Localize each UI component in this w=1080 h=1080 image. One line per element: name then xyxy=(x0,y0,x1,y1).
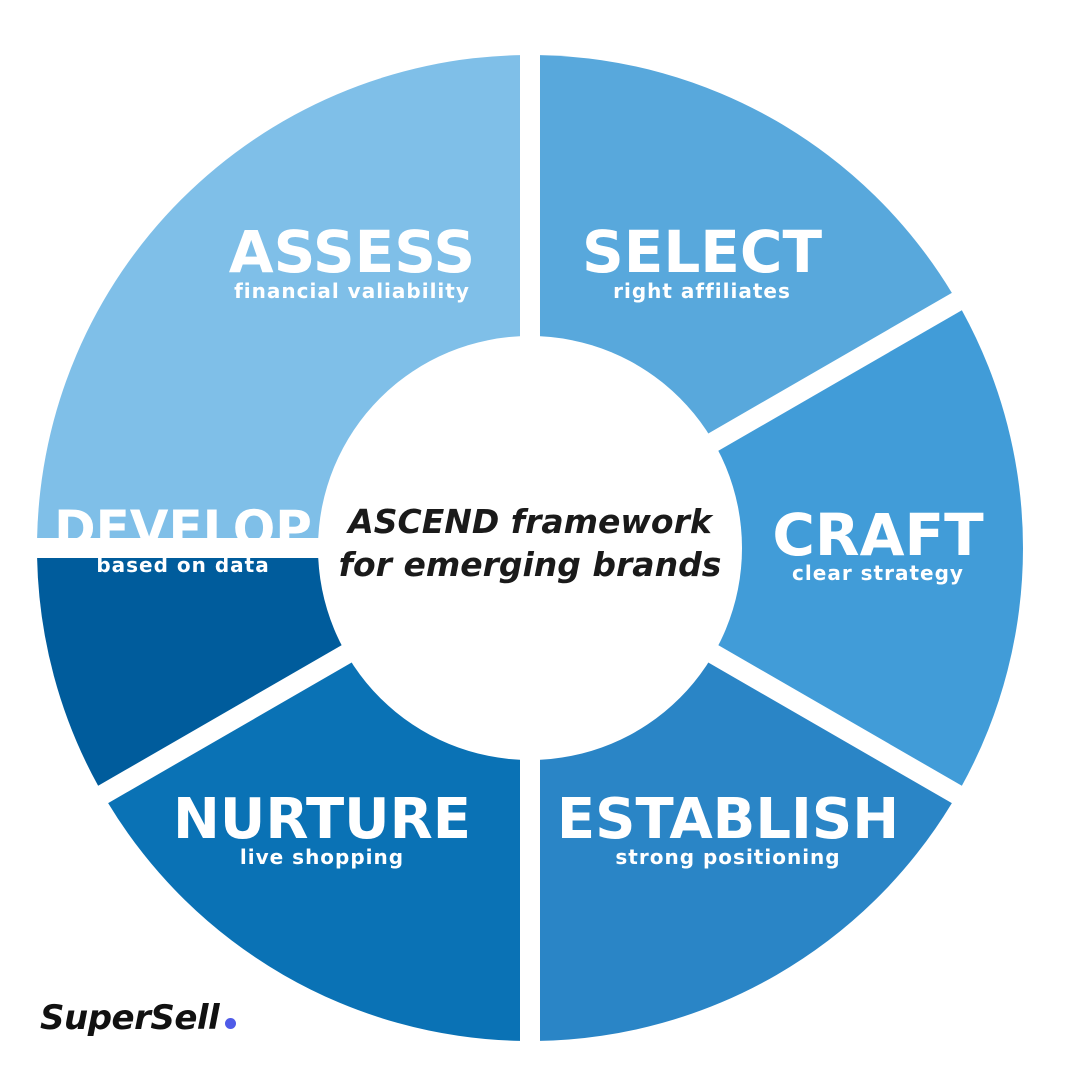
segment-develop-title: DEVELOP xyxy=(54,500,312,558)
segment-craft-title: CRAFT xyxy=(772,501,984,569)
segment-select-title: SELECT xyxy=(582,218,823,286)
center-title-line1: ASCEND framework xyxy=(345,502,714,541)
segment-assess-subtitle: financial valiability xyxy=(234,279,470,303)
segment-nurture-subtitle: live shopping xyxy=(240,845,404,869)
center-circle xyxy=(318,336,742,760)
segment-establish-title: ESTABLISH xyxy=(557,787,899,852)
segment-craft-subtitle: clear strategy xyxy=(792,561,964,585)
supersell-logo: SuperSell xyxy=(40,998,237,1038)
segment-assess-title: ASSESS xyxy=(229,218,475,286)
brand-name: SuperSell xyxy=(40,998,220,1038)
brand-dot xyxy=(225,1018,237,1029)
segment-nurture-title: NURTURE xyxy=(173,787,471,852)
center-title-line2: for emerging brands xyxy=(339,545,722,584)
segment-establish-subtitle: strong positioning xyxy=(615,845,840,869)
segment-select-subtitle: right affiliates xyxy=(613,279,791,303)
segment-develop-subtitle: based on data xyxy=(96,553,269,577)
segment-craft xyxy=(550,310,1023,786)
